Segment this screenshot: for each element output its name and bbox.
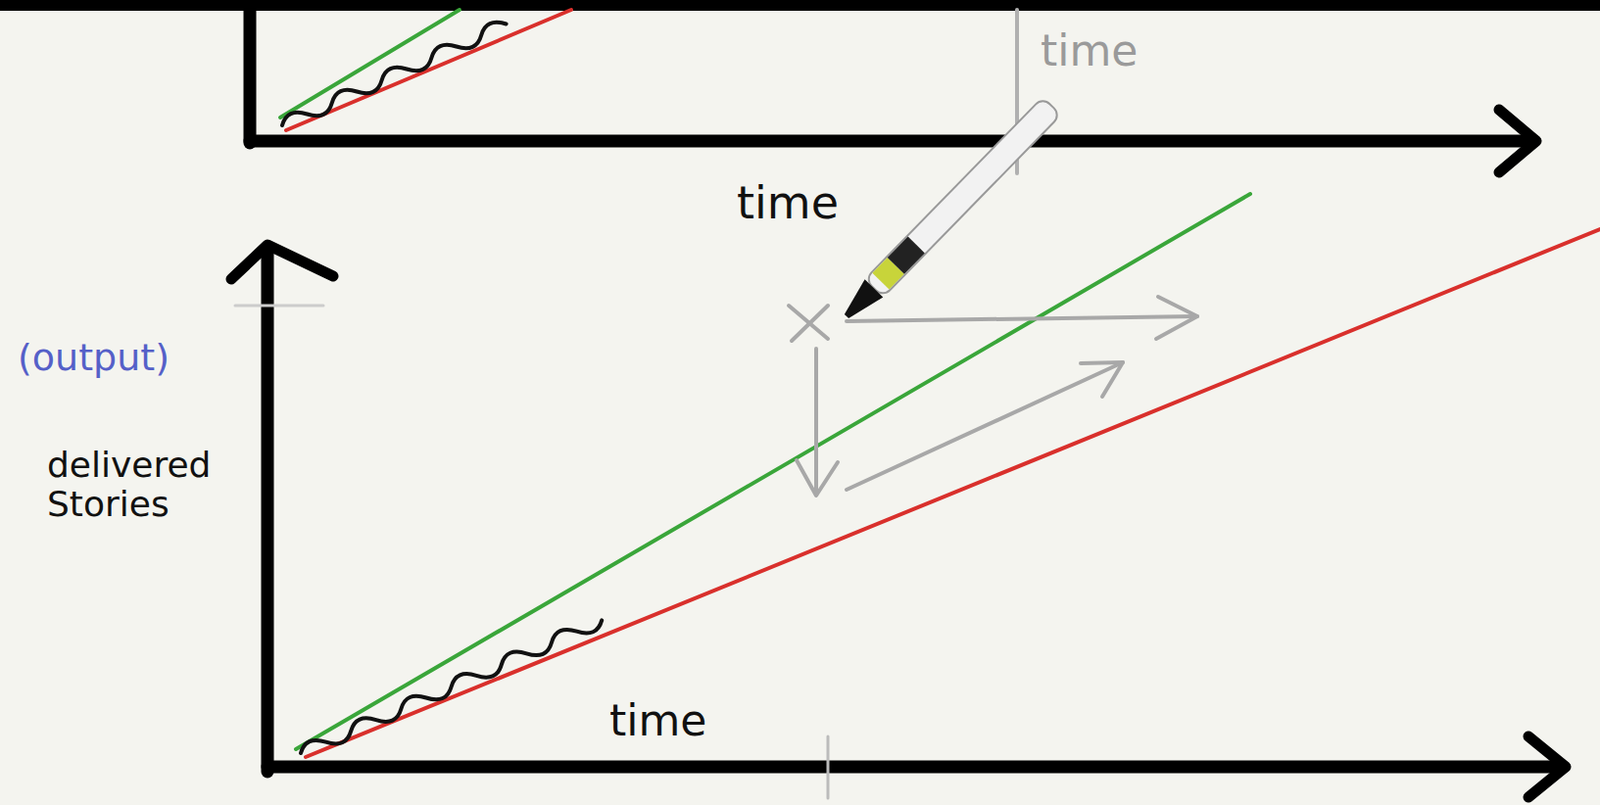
axis-arrowhead [231,244,334,280]
actual-line [282,22,507,126]
tick [826,736,830,799]
axis-note: (output) [17,338,170,380]
green-line [280,9,460,118]
arrowhead [796,460,838,496]
x-axis [249,135,1535,148]
top-chart [249,9,1537,174]
y-axis [243,9,257,144]
bottom-chart [231,193,1600,799]
x-mark [791,305,828,341]
tick [235,304,324,308]
projection-arrows [788,296,1198,496]
actual-line [300,620,602,754]
arrow [814,348,819,495]
x-axis [267,761,1564,775]
top-bar [0,0,1600,11]
arrow [846,316,1198,322]
pen-grip [887,237,925,275]
axis-label: time [1040,27,1138,75]
axis-arrowhead [1528,736,1566,798]
arrowhead [1080,362,1123,397]
axis-label: time [609,697,707,745]
pen-body [865,96,1062,297]
arrow [846,362,1123,490]
pen [837,96,1062,326]
arrowhead [1156,296,1198,340]
axis-arrowhead [1499,109,1537,173]
pen-tip [837,279,884,326]
green-line [295,193,1251,750]
axis-label: time [736,178,839,229]
axis-label: delivered Stories [47,445,243,524]
red-line [305,229,1600,758]
y-axis [261,246,275,773]
